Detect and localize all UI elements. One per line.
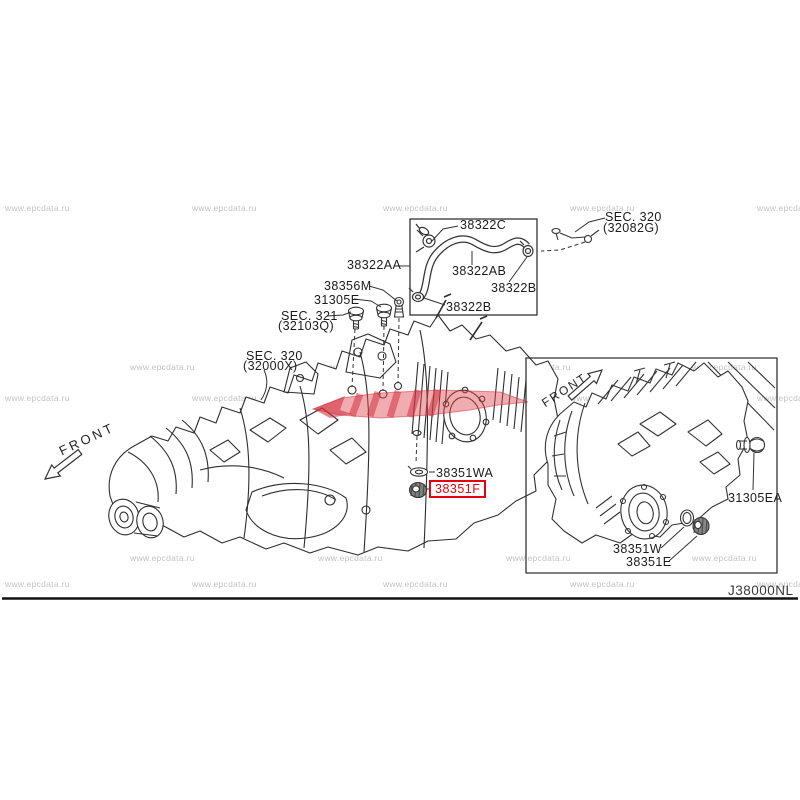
harness-bracket-part [551, 227, 600, 244]
part-label-31305e: 31305E [314, 293, 360, 307]
part-label-38351e: 38351E [626, 555, 672, 569]
bolt-31305ea-icon [735, 436, 766, 454]
watermark-text: www.epcdata.ru [570, 579, 635, 589]
bolt-31305e-icon [375, 303, 393, 327]
gasket-38351w-icon [679, 509, 695, 527]
part-label-31305ea: 31305EA [728, 491, 783, 505]
bolt-sec321-icon [347, 306, 365, 330]
sec-ref-32082g-line1: SEC. 320 [605, 210, 662, 224]
watermark-text: www.epcdata.ru [757, 393, 800, 403]
watermark-text: www.epcdata.ru [383, 203, 448, 213]
selected-part-label-38351f[interactable]: 38351F [429, 480, 487, 498]
sec-ref-32103q-line2: (32103Q) [278, 319, 335, 333]
watermark-text: www.epcdata.ru [570, 203, 635, 213]
watermark-text: www.epcdata.ru [130, 553, 195, 563]
watermark-text: www.epcdata.ru [5, 579, 70, 589]
watermark-text: www.epcdata.ru [692, 553, 757, 563]
inset-detail-box [525, 357, 778, 574]
watermark-text: www.epcdata.ru [192, 393, 257, 403]
hose-detail-box [408, 218, 538, 316]
plug-38351f-icon [408, 481, 428, 499]
front-arrow-inset [567, 369, 604, 401]
watermark-text: www.epcdata.ru [192, 203, 257, 213]
plug-38351e-icon [692, 516, 710, 536]
sec-ref-32103q-line1: SEC. 321 [281, 309, 338, 323]
watermark-text: www.epcdata.ru [506, 553, 571, 563]
main-transaxle-drawing [108, 293, 559, 556]
sensor-38356m-icon [393, 296, 405, 318]
part-label-38322ab: 38322AB [452, 264, 507, 278]
watermark-text: www.epcdata.ru [383, 579, 448, 589]
front-arrow-main [43, 448, 83, 480]
drawing-code: J38000NL [728, 583, 794, 598]
sec-ref-32000x-line2: (32000X) [243, 359, 298, 373]
watermark-text: www.epcdata.ru [318, 553, 383, 563]
part-label-38356m: 38356M [324, 279, 372, 293]
part-label-38322c: 38322C [460, 218, 507, 232]
watermark-text: www.epcdata.ru [757, 579, 800, 589]
sec-ref-32082g-line2: (32082G) [603, 221, 660, 235]
part-label-38322b-bottom: 38322B [446, 300, 492, 314]
watermark-text: www.epcdata.ru [5, 393, 70, 403]
part-label-38351wa: 38351WA [436, 466, 494, 480]
watermark-text: www.epcdata.ru [692, 362, 757, 372]
part-label-38351w: 38351W [613, 542, 662, 556]
watermark-text: www.epcdata.ru [192, 579, 257, 589]
leader-lines [260, 217, 755, 562]
watermark-text: www.epcdata.ru [757, 203, 800, 213]
part-label-38322aa: 38322AA [347, 258, 402, 272]
sec-ref-32000x-line1: SEC. 320 [246, 349, 303, 363]
watermark-text: www.epcdata.ru [5, 203, 70, 213]
watermark-text: www.epcdata.ru [130, 362, 195, 372]
part-label-38322b-right: 38322B [491, 281, 537, 295]
washer-38351wa-icon [407, 465, 429, 477]
red-logo-watermark [311, 388, 529, 419]
